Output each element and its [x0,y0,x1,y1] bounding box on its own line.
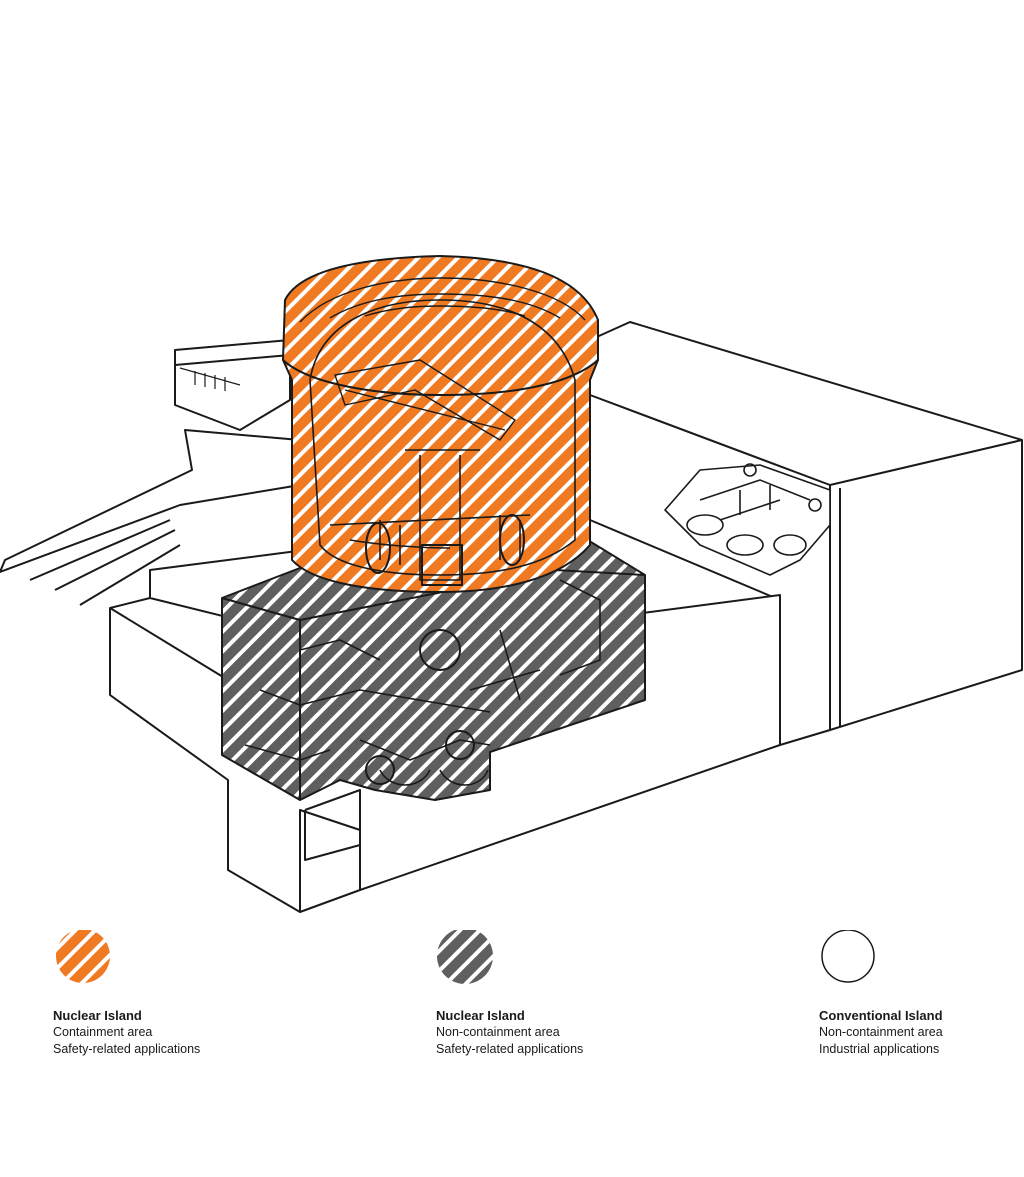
legend-line: Safety-related applications [53,1041,201,1056]
legend-line: Containment area [53,1025,153,1039]
legend-line: Non-containment area [819,1025,943,1039]
polar-crane [334,359,516,441]
orange-hatched-swatch-icon [56,930,110,983]
non-containment-internals [244,579,601,786]
distant-building-roof-detail [179,367,241,391]
power-plant-cutaway-illustration [0,255,1023,913]
road-lines [29,519,181,606]
containment-building [282,255,599,593]
legend-title: Nuclear Island [53,1008,142,1023]
white-swatch-icon [821,930,875,983]
turbine-machinery [664,463,831,576]
containment-inner-wall [309,299,576,576]
legend-item-containment: Nuclear Island Containment area Safety-r… [53,930,333,1057]
legend-line: Industrial applications [819,1041,940,1056]
legend-item-conventional: Conventional Island Non-containment area… [819,930,1024,1057]
legend-title: Conventional Island [819,1008,943,1023]
legend-title: Nuclear Island [436,1008,525,1023]
terrain-outline [0,429,301,573]
legend-item-non-containment: Nuclear Island Non-containment area Safe… [436,930,716,1057]
legend-line: Safety-related applications [436,1041,584,1056]
legend-line: Non-containment area [436,1025,560,1039]
distant-building [174,339,291,431]
containment-dome-rings [299,277,586,323]
gray-hatched-swatch-icon [437,930,493,984]
